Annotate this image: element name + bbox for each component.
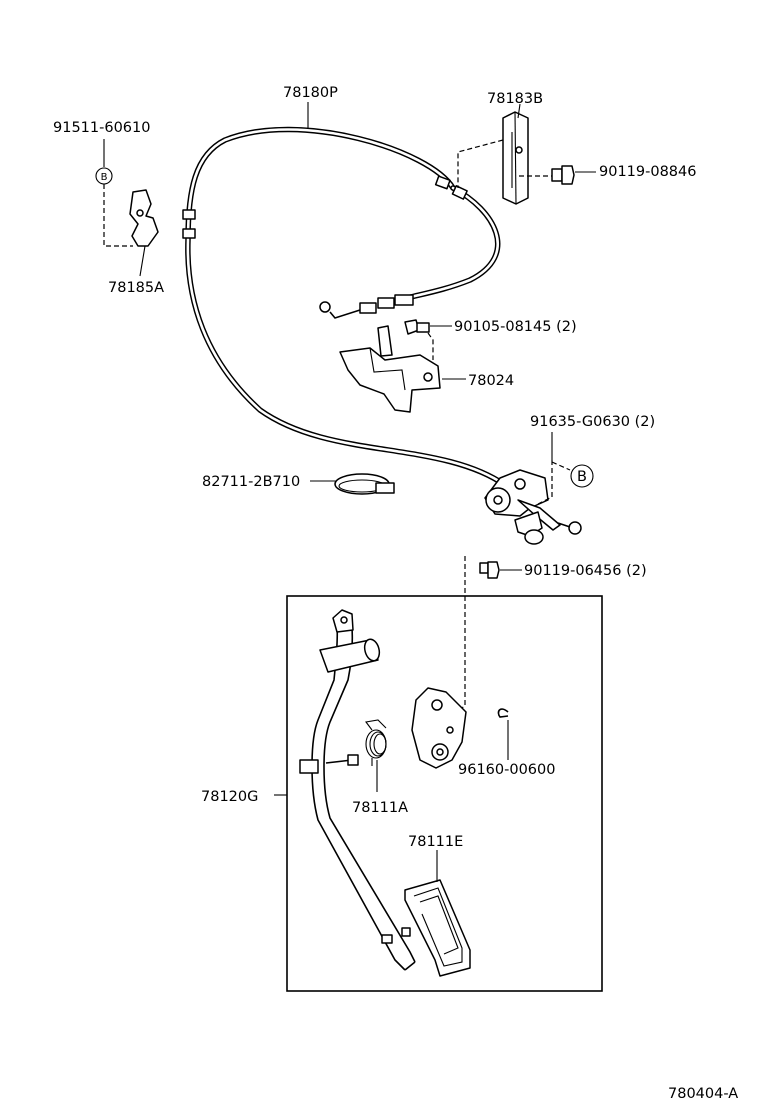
label-pedal-pad: 78111E: [408, 834, 463, 850]
pedal-arm[interactable]: [299, 609, 416, 971]
label-bolt-pair: 90119-06456 (2): [524, 563, 647, 579]
cable-clip[interactable]: [129, 189, 159, 247]
label-clip: 78185A: [108, 280, 164, 296]
bolt-top[interactable]: [551, 165, 575, 185]
return-spring[interactable]: [365, 719, 387, 766]
diagram-code: 780404-A: [668, 1086, 738, 1102]
accelerator-cable[interactable]: [182, 126, 508, 488]
pedal-pivot-bracket[interactable]: [411, 687, 467, 769]
label-support: 78024: [468, 373, 514, 389]
label-nut-pair: 90105-08145 (2): [454, 319, 577, 335]
pedal-assembly-box: [286, 595, 603, 992]
label-clip-part: 91511-60610: [53, 120, 151, 136]
label-pedal-assy: 78120G: [201, 789, 258, 805]
pedal-cable-end[interactable]: [484, 469, 582, 545]
svg-text:B: B: [577, 469, 587, 485]
nut-pair[interactable]: [404, 319, 430, 335]
b-marker-right: B: [570, 464, 594, 488]
cable-clamp[interactable]: [334, 473, 395, 495]
cable-bracket[interactable]: [502, 111, 529, 205]
label-clamp: 82711-2B710: [202, 474, 300, 490]
bolt-pair[interactable]: [479, 561, 500, 579]
cable-support[interactable]: [339, 325, 441, 413]
b-marker-left: B: [95, 167, 113, 185]
pedal-pad[interactable]: [404, 879, 471, 977]
label-bolt-b-pair: 91635-G0630 (2): [530, 414, 655, 430]
svg-text:B: B: [101, 172, 108, 183]
label-cable: 78180P: [283, 85, 338, 101]
label-ring: 96160-00600: [458, 762, 556, 778]
label-bolt-top: 90119-08846: [599, 164, 697, 180]
label-bracket: 78183B: [487, 91, 543, 107]
label-spring: 78111A: [352, 800, 408, 816]
snap-ring[interactable]: [497, 708, 509, 718]
